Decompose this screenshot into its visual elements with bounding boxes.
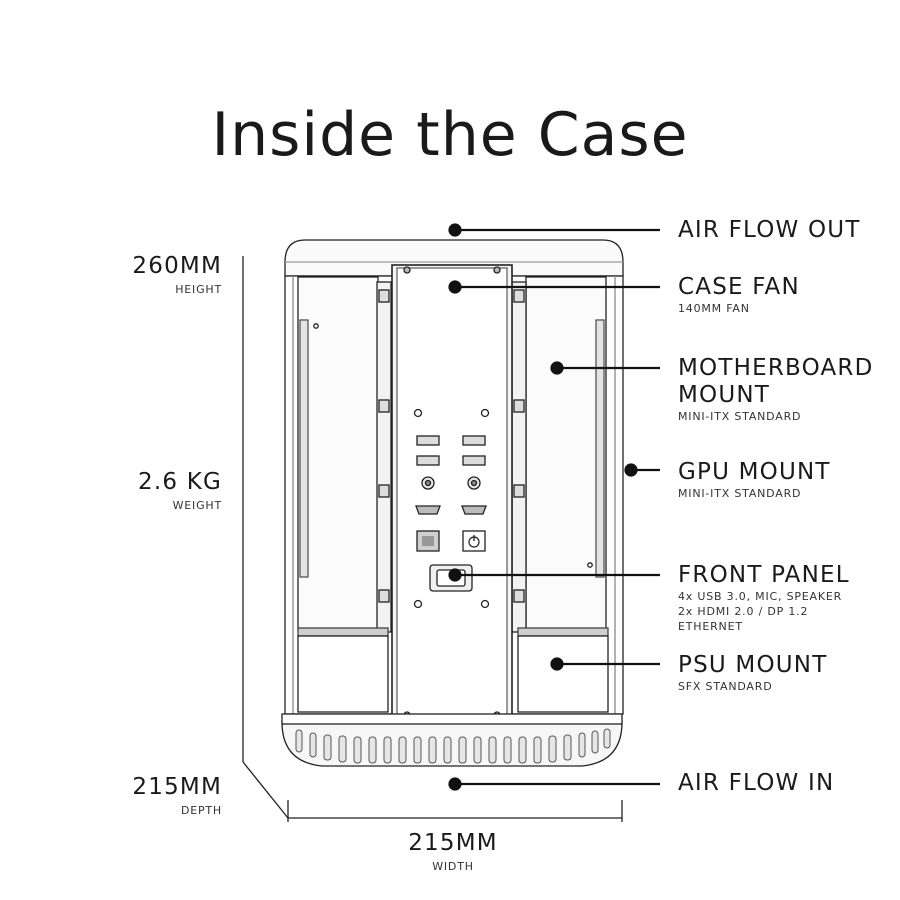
height-dimension: 260MM HEIGHT — [80, 253, 222, 297]
usb-ports — [416, 435, 486, 466]
callout-detail: ETHERNET — [678, 620, 743, 633]
callout-title: AIR FLOW OUT — [678, 217, 861, 243]
height-label: HEIGHT — [175, 283, 222, 296]
callout-air-flow-out: AIR FLOW OUT — [678, 217, 861, 244]
width-label: WIDTH — [432, 860, 474, 873]
left-tray — [297, 276, 379, 631]
weight-label: WEIGHT — [172, 499, 222, 512]
callout-detail: MINI-ITX STANDARD — [678, 487, 802, 500]
callout-title: AIR FLOW IN — [678, 770, 835, 796]
depth-value: 215MM — [132, 774, 222, 800]
width-value: 215MM — [408, 830, 498, 856]
weight-dimension: 2.6 KG WEIGHT — [80, 469, 222, 513]
callout-title: PSU MOUNT — [678, 652, 828, 678]
callout-case-fan: CASE FAN 140MM FAN — [678, 274, 800, 316]
callout-title-line2: MOUNT — [678, 382, 771, 408]
width-dimension: 215MM WIDTH — [373, 830, 533, 874]
callout-detail: MINI-ITX STANDARD — [678, 410, 802, 423]
depth-dimension-line — [242, 761, 289, 819]
callout-detail: 4x USB 3.0, MIC, SPEAKER — [678, 590, 843, 603]
callout-title: CASE FAN — [678, 274, 800, 300]
weight-value: 2.6 KG — [138, 469, 222, 495]
callout-motherboard-mount: MOTHERBOARD MOUNT MINI-ITX STANDARD — [678, 355, 874, 424]
callout-detail: 140MM FAN — [678, 302, 750, 315]
callout-title: GPU MOUNT — [678, 459, 831, 485]
callout-title: MOTHERBOARD — [678, 355, 874, 381]
left-psu-bay — [297, 635, 389, 713]
callout-front-panel: FRONT PANEL 4x USB 3.0, MIC, SPEAKER 2x … — [678, 562, 850, 634]
callout-psu-mount: PSU MOUNT SFX STANDARD — [678, 652, 827, 694]
callout-detail: 2x HDMI 2.0 / DP 1.2 — [678, 605, 809, 618]
callout-gpu-mount: GPU MOUNT MINI-ITX STANDARD — [678, 459, 831, 501]
callout-air-flow-in: AIR FLOW IN — [678, 770, 834, 797]
right-tray — [525, 276, 607, 631]
callout-title: FRONT PANEL — [678, 562, 850, 588]
callout-detail: SFX STANDARD — [678, 680, 773, 693]
psu-bay — [517, 635, 609, 713]
depth-dimension: 215MM DEPTH — [80, 774, 222, 818]
depth-label: DEPTH — [180, 804, 222, 817]
diagram-title: Inside the Case — [211, 100, 689, 170]
height-value: 260MM — [132, 253, 222, 279]
